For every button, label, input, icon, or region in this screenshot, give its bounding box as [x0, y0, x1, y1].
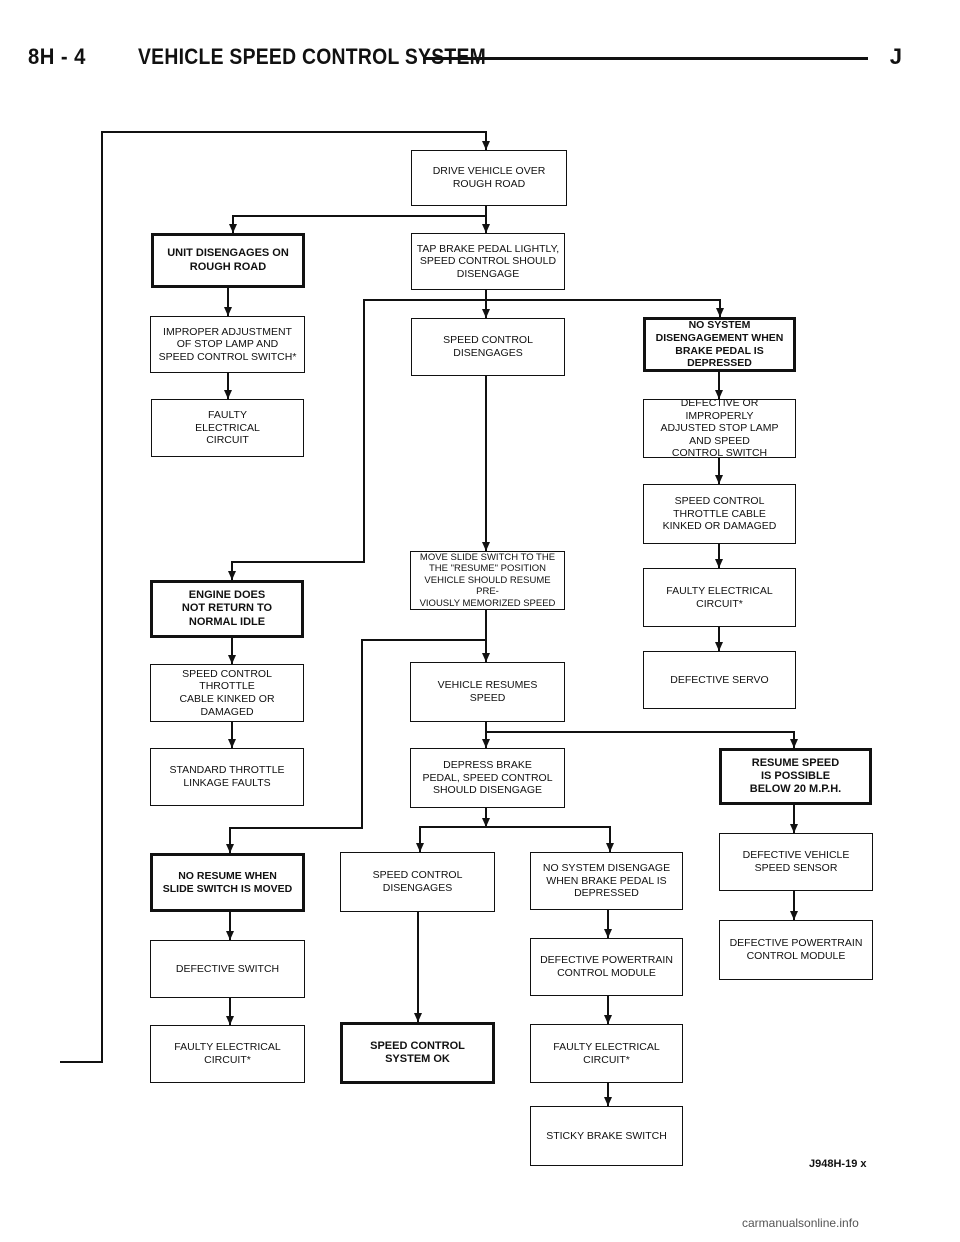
loop-line	[60, 131, 490, 1063]
connector	[486, 299, 724, 317]
box-improper-adjustment: IMPROPER ADJUSTMENT OF STOP LAMP AND SPE…	[150, 316, 305, 373]
box-faulty-electrical-circuit-4: FAULTY ELECTRICAL CIRCUIT*	[530, 1024, 683, 1083]
watermark: carmanualsonline.info	[742, 1216, 859, 1230]
box-defective-pcm-2: DEFECTIVE POWERTRAIN CONTROL MODULE	[719, 920, 873, 980]
section-number: 8H - 4	[28, 44, 86, 69]
header-letter: J	[889, 44, 902, 69]
box-speed-control-system-ok: SPEED CONTROL SYSTEM OK	[340, 1022, 495, 1084]
box-defective-stop-lamp-switch: DEFECTIVE OR IMPROPERLY ADJUSTED STOP LA…	[643, 397, 796, 459]
figure-id: J948H-19 x	[809, 1158, 867, 1170]
box-move-slide-switch: MOVE SLIDE SWITCH TO THE THE "RESUME" PO…	[410, 551, 565, 610]
page-header: 8H - 4 VEHICLE SPEED CONTROL SYSTEM J	[28, 38, 932, 78]
connector	[486, 731, 798, 748]
box-no-resume-slide-switch: NO RESUME WHEN SLIDE SWITCH IS MOVED	[150, 853, 305, 912]
box-defective-vehicle-speed-sensor: DEFECTIVE VEHICLE SPEED SENSOR	[719, 833, 873, 891]
box-speed-control-disengages-2: SPEED CONTROL DISENGAGES	[340, 852, 495, 912]
header-rule	[423, 57, 868, 60]
connector	[229, 206, 487, 233]
box-defective-servo: DEFECTIVE SERVO	[643, 651, 796, 709]
box-engine-does-not-return: ENGINE DOES NOT RETURN TO NORMAL IDLE	[150, 580, 304, 638]
box-defective-switch: DEFECTIVE SWITCH	[150, 940, 305, 998]
box-no-system-disengagement: NO SYSTEM DISENGAGEMENT WHEN BRAKE PEDAL…	[643, 317, 796, 372]
box-faulty-electrical-circuit-2: FAULTY ELECTRICAL CIRCUIT*	[643, 568, 796, 627]
connector	[416, 826, 486, 852]
connector	[226, 639, 486, 853]
box-no-system-disengage-2: NO SYSTEM DISENGAGE WHEN BRAKE PEDAL IS …	[530, 852, 683, 910]
box-speed-control-disengages: SPEED CONTROL DISENGAGES	[411, 318, 565, 376]
box-faulty-electrical-circuit: FAULTY ELECTRICAL CIRCUIT	[151, 399, 304, 457]
box-vehicle-resumes-speed: VEHICLE RESUMES SPEED	[410, 662, 565, 722]
box-resume-speed-below-20: RESUME SPEED IS POSSIBLE BELOW 20 M.P.H.	[719, 748, 872, 805]
box-standard-throttle-linkage: STANDARD THROTTLE LINKAGE FAULTS	[150, 748, 304, 806]
box-tap-brake: TAP BRAKE PEDAL LIGHTLY, SPEED CONTROL S…	[411, 233, 565, 290]
box-unit-disengages: UNIT DISENGAGES ON ROUGH ROAD	[151, 233, 305, 288]
connector	[486, 826, 614, 852]
box-throttle-cable-kinked-right: SPEED CONTROL THROTTLE CABLE KINKED OR D…	[643, 484, 796, 544]
box-throttle-cable-kinked-left: SPEED CONTROL THROTTLE CABLE KINKED OR D…	[150, 664, 304, 722]
box-faulty-electrical-circuit-3: FAULTY ELECTRICAL CIRCUIT*	[150, 1025, 305, 1083]
box-depress-brake-pedal: DEPRESS BRAKE PEDAL, SPEED CONTROL SHOUL…	[410, 748, 565, 808]
connector	[228, 299, 486, 580]
box-sticky-brake-switch: STICKY BRAKE SWITCH	[530, 1106, 683, 1166]
box-defective-pcm-1: DEFECTIVE POWERTRAIN CONTROL MODULE	[530, 938, 683, 996]
box-drive-rough-road: DRIVE VEHICLE OVER ROUGH ROAD	[411, 150, 567, 206]
page-title: VEHICLE SPEED CONTROL SYSTEM	[138, 44, 487, 69]
